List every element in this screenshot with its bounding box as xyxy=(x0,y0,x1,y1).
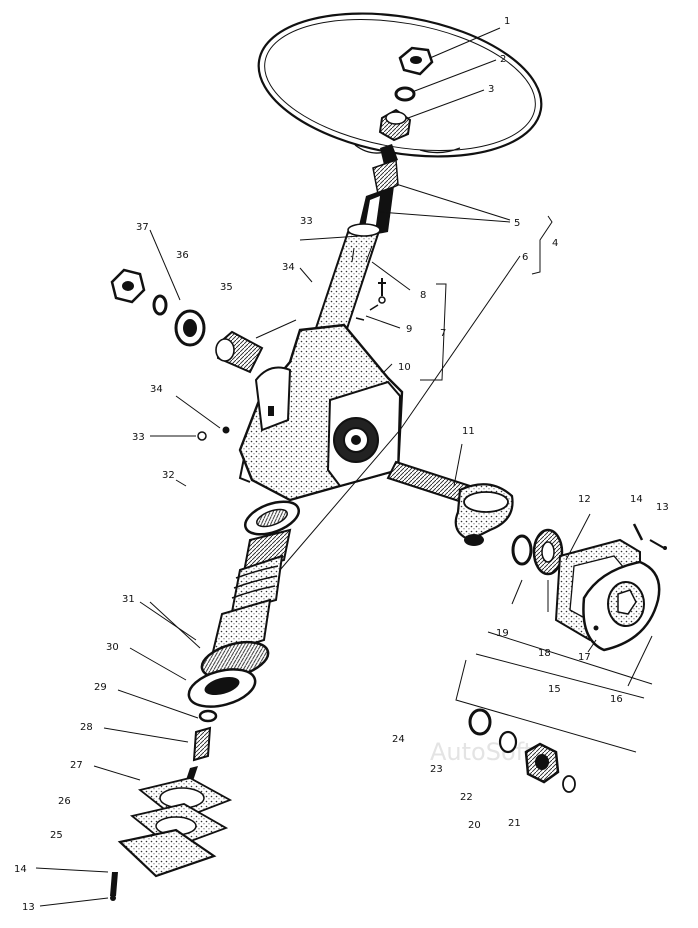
part-28-spring xyxy=(192,726,212,762)
part-34-bushing xyxy=(215,330,264,374)
callout-16: 16 xyxy=(610,694,623,705)
part-29-ring xyxy=(198,709,218,723)
callout-19: 19 xyxy=(496,628,509,639)
callout-27: 27 xyxy=(70,760,83,771)
callout-18: 18 xyxy=(538,648,551,659)
callout-37: 37 xyxy=(136,222,149,233)
callout-5: 5 xyxy=(514,218,520,229)
callout-15: 15 xyxy=(548,684,561,695)
callout-24: 24 xyxy=(392,734,405,745)
callout-22: 22 xyxy=(460,792,473,803)
callout-36: 36 xyxy=(176,250,189,261)
part-35-seal xyxy=(174,309,206,347)
callout-23: 23 xyxy=(430,764,443,775)
part-22-nut xyxy=(524,742,560,784)
callout-20: 20 xyxy=(468,820,481,831)
callout-33: 33 xyxy=(132,432,145,443)
right-bolt xyxy=(632,523,667,550)
part-11-drop-arm-shaft xyxy=(386,460,514,546)
watermark-text: AutoSoft xyxy=(430,738,533,766)
callout-28: 28 xyxy=(80,722,93,733)
part-24-washer xyxy=(468,708,492,736)
callout-25: 25 xyxy=(50,830,63,841)
callout-14-lower: 14 xyxy=(14,864,27,875)
callout-1: 1 xyxy=(504,16,510,27)
part-25-cover xyxy=(117,828,217,878)
part-1-nut xyxy=(398,46,434,76)
part-33-34-nipple xyxy=(197,426,230,441)
callout-31: 31 xyxy=(122,594,135,605)
callout-33-upper: 33 xyxy=(300,216,313,227)
part-2-washer xyxy=(394,86,416,102)
callout-3: 3 xyxy=(488,84,494,95)
part-10-gearbox-housing xyxy=(238,323,404,502)
callout-6: 6 xyxy=(522,252,528,263)
callout-7: 7 xyxy=(440,328,446,339)
callout-10: 10 xyxy=(398,362,411,373)
part-18-flange xyxy=(532,528,564,576)
part-17-cover-plate xyxy=(582,560,661,652)
callout-4: 4 xyxy=(552,238,558,249)
part-37-nut xyxy=(110,268,146,304)
callout-34-upper: 34 xyxy=(282,262,295,273)
part-20-21-cotter xyxy=(562,775,576,793)
callout-14: 14 xyxy=(630,494,643,505)
part-36-washer xyxy=(152,294,168,316)
callout-11: 11 xyxy=(462,426,475,437)
callout-labels: 1 2 3 4 5 6 7 8 9 10 11 12 13 14 15 16 1… xyxy=(14,16,669,913)
callout-26: 26 xyxy=(58,796,71,807)
callout-12: 12 xyxy=(578,494,591,505)
lower-gear-stack xyxy=(187,500,300,708)
callout-8: 8 xyxy=(420,290,426,301)
callout-9: 9 xyxy=(406,324,412,335)
callout-17: 17 xyxy=(578,652,591,663)
callout-32: 32 xyxy=(162,470,175,481)
callout-13-lower: 13 xyxy=(22,902,35,913)
part-23-lock-washer xyxy=(498,730,518,754)
leader-lines xyxy=(35,27,653,907)
bottom-bolt xyxy=(110,872,118,901)
callout-21: 21 xyxy=(508,818,521,829)
callout-13: 13 xyxy=(656,502,669,513)
part-19-ring xyxy=(511,534,533,566)
part-26-plate xyxy=(129,803,229,850)
callout-34: 34 xyxy=(150,384,163,395)
part-3-bushing xyxy=(378,108,412,142)
callout-29: 29 xyxy=(94,682,107,693)
callout-35: 35 xyxy=(220,282,233,293)
callout-30: 30 xyxy=(106,642,119,653)
callout-2: 2 xyxy=(500,54,506,65)
part-8-9-screw xyxy=(355,278,386,321)
